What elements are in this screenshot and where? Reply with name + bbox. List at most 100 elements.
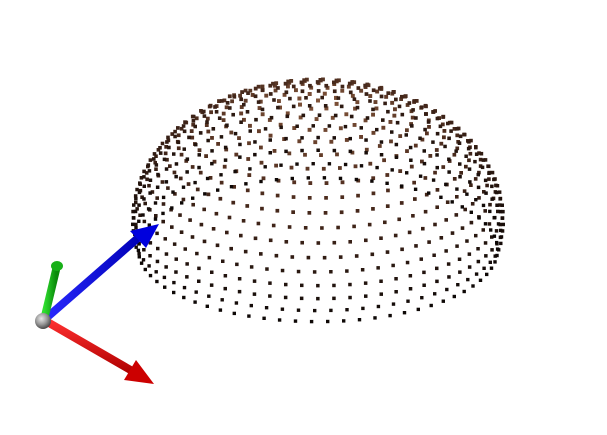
cloud-point: [154, 214, 158, 218]
cloud-point: [239, 120, 243, 124]
cloud-point: [187, 135, 191, 140]
cloud-point: [164, 167, 169, 171]
cloud-point: [287, 151, 292, 156]
cloud-point: [354, 177, 359, 182]
cloud-point: [257, 106, 262, 110]
cloud-point: [142, 184, 146, 188]
cloud-point: [220, 298, 224, 302]
cloud-point: [144, 171, 149, 175]
cloud-point: [332, 148, 337, 153]
cloud-point: [259, 160, 264, 165]
cloud-point: [385, 204, 390, 208]
cloud-point: [145, 177, 149, 182]
cloud-point: [197, 148, 202, 153]
cloud-point: [221, 259, 225, 263]
cloud-point: [296, 269, 301, 274]
cloud-point: [447, 170, 451, 174]
cloud-point: [222, 164, 227, 169]
cloud-point: [172, 290, 176, 295]
cloud-point: [307, 92, 312, 96]
cloud-point: [223, 145, 228, 150]
cloud-point: [304, 96, 308, 100]
cloud-point: [456, 283, 460, 287]
cloud-point: [155, 185, 160, 189]
cloud-point: [237, 289, 242, 294]
cloud-point: [374, 106, 379, 111]
cloud-point: [342, 319, 346, 323]
cloud-point: [306, 176, 310, 180]
cloud-point: [452, 294, 456, 299]
cloud-point: [161, 211, 165, 216]
cloud-point: [322, 176, 327, 180]
cloud-point: [154, 163, 159, 167]
cloud-point: [347, 81, 352, 86]
cloud-point: [321, 166, 326, 171]
cloud-point: [435, 266, 439, 271]
cloud-point: [197, 266, 201, 271]
cloud-point: [148, 241, 153, 245]
cloud-point: [148, 178, 153, 182]
cloud-point: [428, 154, 433, 158]
cloud-point: [488, 202, 492, 207]
cloud-point: [495, 253, 499, 258]
cloud-point: [386, 188, 390, 193]
cloud-point: [312, 270, 317, 274]
cloud-point: [190, 165, 195, 169]
cloud-point: [441, 165, 446, 169]
cloud-point: [422, 270, 426, 275]
cloud-point: [210, 149, 214, 153]
axes-gizmo[interactable]: [35, 224, 159, 384]
cloud-point: [454, 213, 459, 217]
cloud-point: [133, 194, 138, 198]
cloud-point: [409, 122, 413, 126]
cloud-point: [394, 155, 399, 159]
cloud-point: [313, 308, 317, 313]
cloud-point: [340, 195, 345, 199]
cloud-point: [334, 95, 338, 100]
cloud-point: [282, 92, 287, 97]
cloud-point: [321, 77, 325, 82]
cloud-point: [495, 184, 500, 188]
cloud-point: [455, 244, 459, 248]
cloud-point: [260, 107, 265, 112]
cloud-point: [481, 158, 486, 162]
cloud-point: [353, 164, 358, 169]
cloud-point: [477, 216, 481, 220]
cloud-point: [303, 152, 307, 157]
cloud-point: [348, 282, 352, 287]
cloud-point: [371, 88, 376, 93]
cloud-point: [232, 94, 237, 99]
cloud-point: [141, 258, 146, 262]
cloud-point: [364, 294, 368, 298]
cloud-point: [411, 108, 415, 112]
cloud-point: [434, 148, 439, 152]
cloud-point: [483, 222, 488, 226]
cloud-point: [485, 183, 489, 188]
cloud-point: [132, 203, 136, 207]
cloud-point: [259, 252, 263, 256]
cloud-point: [134, 196, 138, 201]
cloud-point: [193, 180, 197, 185]
cloud-point: [193, 124, 197, 129]
cloud-point: [364, 92, 369, 96]
cloud-point: [163, 151, 168, 156]
cloud-point: [137, 203, 141, 207]
cloud-point: [440, 122, 445, 127]
cloud-point: [174, 257, 178, 261]
cloud-point: [377, 86, 382, 91]
cloud-point: [423, 209, 428, 214]
cloud-point: [433, 292, 437, 296]
cloud-point: [142, 197, 146, 201]
cloud-point: [197, 165, 201, 170]
cloud-point: [454, 149, 458, 153]
cloud-point: [199, 109, 203, 113]
cloud-point: [290, 255, 295, 259]
cloud-point: [469, 220, 474, 225]
cloud-point: [311, 162, 315, 166]
cloud-point: [222, 98, 227, 103]
cloud-point: [176, 126, 180, 130]
cloud-point: [400, 184, 404, 188]
cloud-point: [394, 97, 398, 102]
